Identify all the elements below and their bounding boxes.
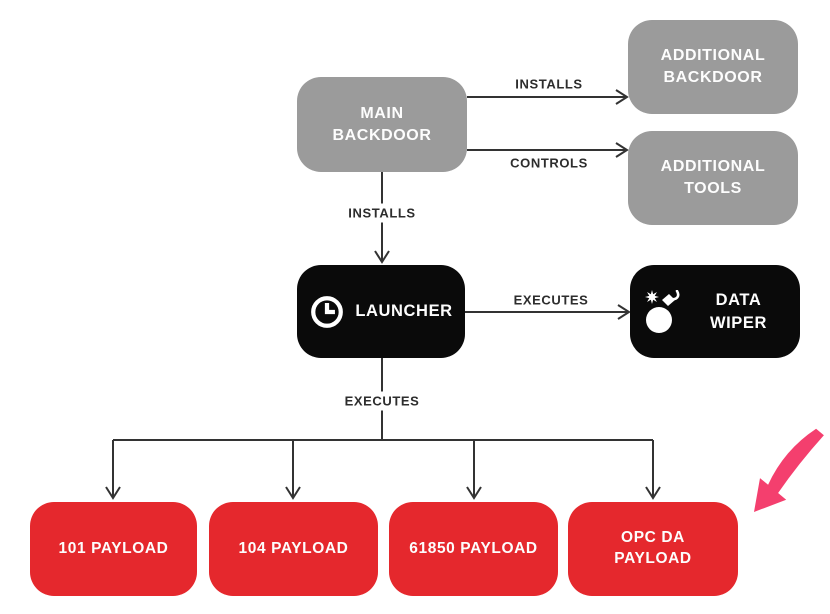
node-payload-104: 104 PAYLOAD bbox=[209, 502, 378, 596]
node-launcher-label: LAUNCHER bbox=[355, 302, 453, 321]
node-launcher: LAUNCHER bbox=[297, 265, 465, 358]
edge-label-installs-additional-backdoor: INSTALLS bbox=[509, 74, 589, 94]
node-payload-61850-label: 61850 PAYLOAD bbox=[409, 539, 538, 557]
node-main-backdoor: MAIN BACKDOOR bbox=[297, 77, 467, 172]
edge-label-controls: CONTROLS bbox=[504, 153, 594, 173]
edge-launcher-to-payloads bbox=[105, 358, 661, 500]
node-payload-61850: 61850 PAYLOAD bbox=[389, 502, 558, 596]
clock-icon bbox=[309, 294, 345, 330]
node-additional-tools-label: ADDITIONAL TOOLS bbox=[660, 158, 766, 197]
edge-label-installs-launcher: INSTALLS bbox=[342, 203, 422, 223]
node-payload-opc-da-label: OPC DA PAYLOAD bbox=[614, 529, 692, 567]
node-main-backdoor-label: MAIN BACKDOOR bbox=[332, 104, 432, 144]
node-payload-104-label: 104 PAYLOAD bbox=[238, 539, 349, 557]
pink-arrow-icon bbox=[754, 428, 824, 512]
node-data-wiper: DATA WIPER bbox=[630, 265, 800, 358]
edge-label-executes-data-wiper: EXECUTES bbox=[507, 290, 595, 310]
edge-label-executes-payloads: EXECUTES bbox=[338, 391, 426, 411]
node-payload-101-label: 101 PAYLOAD bbox=[58, 539, 169, 557]
node-additional-tools: ADDITIONAL TOOLS bbox=[628, 131, 798, 225]
node-payload-101: 101 PAYLOAD bbox=[30, 502, 197, 596]
node-additional-backdoor-label: ADDITIONAL BACKDOOR bbox=[660, 47, 766, 86]
bomb-icon bbox=[644, 289, 682, 334]
node-data-wiper-label: DATA WIPER bbox=[709, 291, 768, 332]
node-payload-opc-da: OPC DA PAYLOAD bbox=[568, 502, 738, 596]
node-additional-backdoor: ADDITIONAL BACKDOOR bbox=[628, 20, 798, 114]
